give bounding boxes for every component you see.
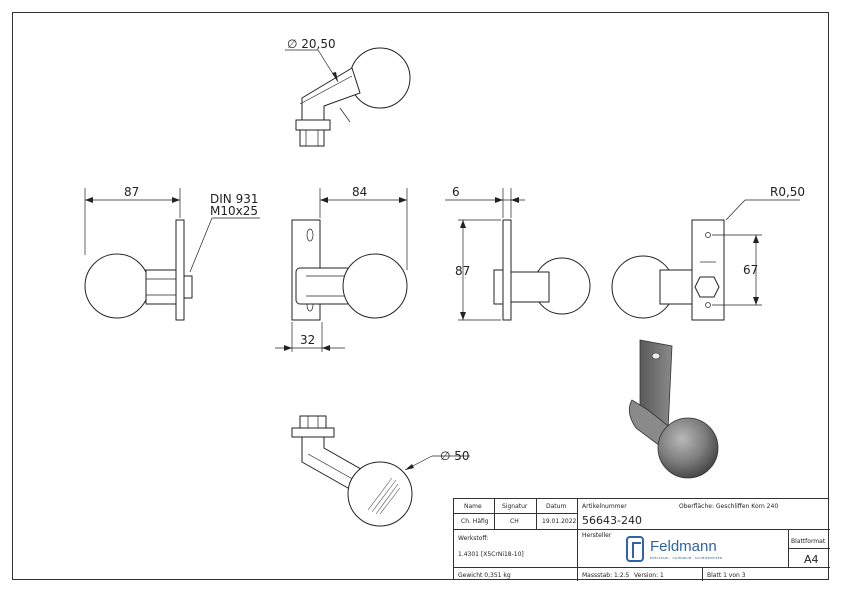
article-number: 56643-240 <box>582 514 642 527</box>
isometric-render <box>628 339 719 479</box>
left-nut <box>183 275 193 299</box>
hole-spacing-label: 67 <box>743 263 758 277</box>
bolt-label-line2: M10x25 <box>210 204 258 218</box>
weight-text: Gewicht 0,351 kg <box>458 572 511 579</box>
format-label: Blattformat <box>791 538 826 545</box>
left-plate <box>175 219 185 321</box>
ball-diameter-label: ∅ 50 <box>440 449 470 463</box>
back-hex-nut <box>694 276 720 298</box>
bottom-view: ∅ 50 <box>291 415 470 527</box>
side-thickness-label: 6 <box>452 185 460 199</box>
top-diameter-label: ∅ 20,50 <box>287 37 336 51</box>
top-ball <box>349 47 411 109</box>
radius-label: R0,50 <box>770 185 805 199</box>
version-text: Version: 1 <box>634 572 664 579</box>
top-nut <box>299 129 325 147</box>
left-ball <box>84 253 150 319</box>
col-name-header: Name <box>464 503 482 510</box>
title-block: Name Signatur Datum Ch. Häfig CH 19.01.2… <box>453 498 830 581</box>
side-height-label: 87 <box>455 264 470 278</box>
center-width-label: 84 <box>352 185 367 199</box>
logo-mark-icon <box>626 536 644 562</box>
signature-value: CH <box>510 518 519 525</box>
bottom-plate <box>291 427 335 438</box>
center-view: 84 32 <box>275 185 408 352</box>
manufacturer-label: Hersteller <box>582 532 612 539</box>
sheet-text: Blatt 1 von 3 <box>707 572 746 579</box>
name-value: Ch. Häfig <box>461 518 489 525</box>
back-view: R0,50 67 <box>611 185 805 321</box>
top-plate <box>295 119 331 131</box>
bolt-label-line1: DIN 931 <box>210 192 258 206</box>
drawing-frame <box>12 12 829 580</box>
left-view: 87 DIN 931 M10x25 <box>84 185 260 321</box>
side-nut <box>493 269 504 305</box>
col-date-header: Datum <box>546 503 567 510</box>
side-view: 6 87 <box>445 185 591 321</box>
iso-ball <box>657 417 719 479</box>
date-value: 19.01.2022 <box>542 518 577 525</box>
center-bottom-label: 32 <box>300 333 315 347</box>
logo-text: Feldmann <box>650 538 717 555</box>
top-view: ∅ 20,50 <box>285 37 411 147</box>
format-value: A4 <box>804 553 819 566</box>
col-signature-header: Signatur <box>502 503 528 510</box>
logo-subtext: EDELSTAHL · ALUMINIUM · SCHMIEDEEISEN <box>650 556 723 560</box>
surface-text: Oberfläche: Geschliffen Korn 240 <box>679 503 779 510</box>
article-label: Artikelnummer <box>582 503 627 510</box>
side-plate <box>502 219 512 321</box>
center-ball <box>342 253 408 319</box>
scale-text: Massstab: 1:2.5 <box>582 572 630 579</box>
material-label: Werkstoff: <box>458 535 489 542</box>
feldmann-logo: Feldmann EDELSTAHL · ALUMINIUM · SCHMIED… <box>626 536 746 566</box>
left-width-label: 87 <box>124 185 139 199</box>
material-value: 1.4301 [X5CrNi18-10] <box>458 551 524 558</box>
left-shaft <box>145 269 177 305</box>
side-shaft-front <box>510 271 550 303</box>
back-plate <box>691 219 725 321</box>
top-arm <box>301 67 361 121</box>
